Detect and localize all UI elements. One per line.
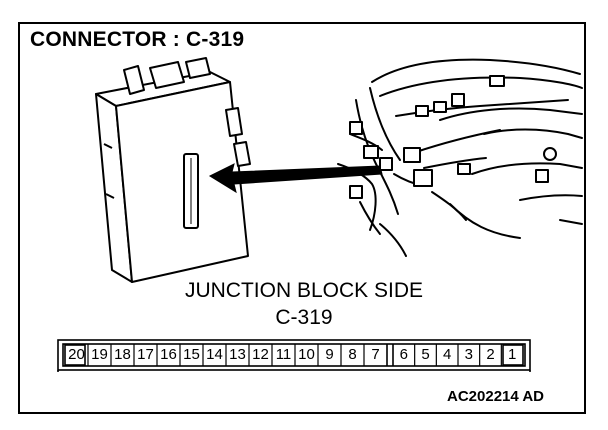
pin-18: 18 [114, 346, 131, 363]
pin-17: 17 [137, 346, 154, 363]
pin-dividers [87, 344, 502, 366]
junction-block-illustration [95, 57, 583, 283]
pin-5: 5 [421, 346, 430, 363]
pin-1: 1 [507, 346, 517, 363]
dashboard-wiring [337, 58, 583, 257]
pin-10: 10 [298, 346, 315, 363]
pin-11: 11 [275, 346, 292, 363]
pin-12: 12 [252, 346, 269, 363]
connector-code-label: C-319 [275, 306, 333, 329]
pin-3: 3 [464, 346, 473, 363]
pin-4: 4 [442, 346, 452, 363]
pin-20: 20 [68, 346, 85, 363]
pin-7: 7 [371, 346, 380, 363]
pin-6: 6 [399, 346, 408, 363]
pin-13: 13 [229, 346, 246, 363]
pin-19: 19 [91, 346, 108, 363]
pin-15: 15 [183, 346, 200, 363]
pin-2: 2 [486, 346, 495, 363]
connector-face-outline [57, 339, 531, 372]
figure-code: AC202214 AD [447, 388, 544, 405]
pin-8: 8 [348, 346, 357, 363]
junction-block-side-label: JUNCTION BLOCK SIDE [184, 279, 424, 302]
junction-block [95, 57, 251, 283]
pin-14: 14 [206, 346, 223, 363]
pin-9: 9 [325, 346, 334, 363]
pin-16: 16 [160, 346, 177, 363]
connector-heading: CONNECTOR : C-319 [30, 28, 245, 51]
